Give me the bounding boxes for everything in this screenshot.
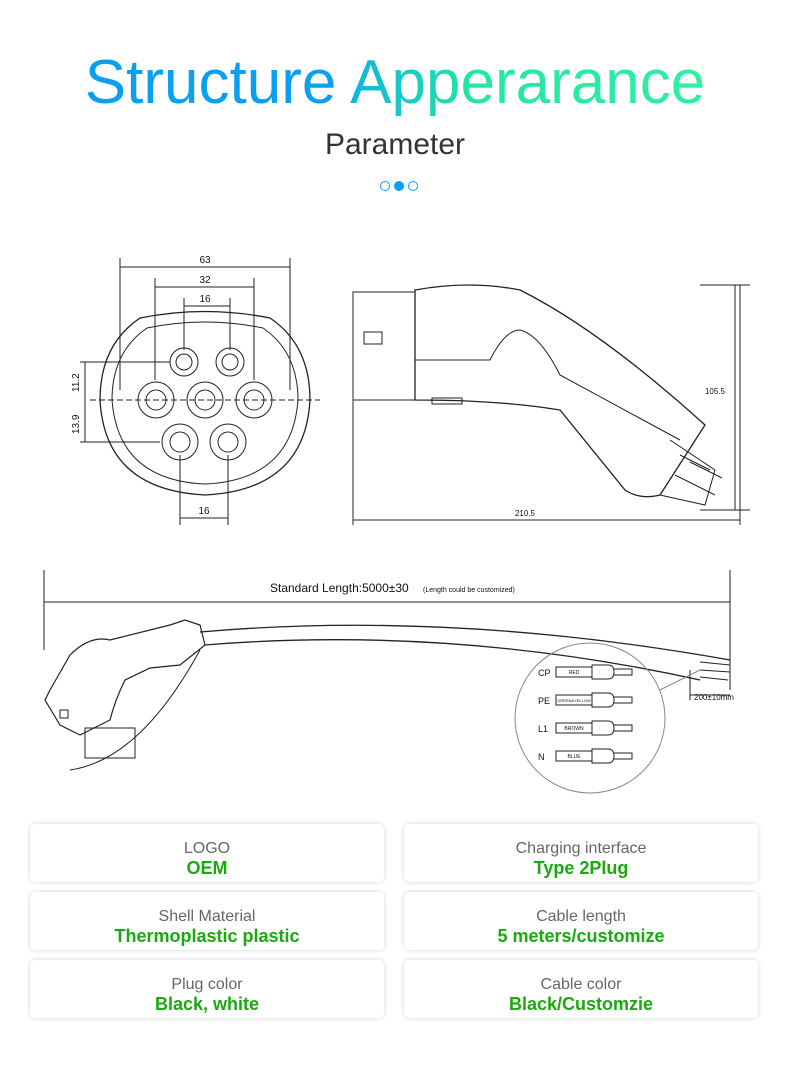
spec-value: Type 2Plug (533, 858, 629, 878)
wire-ferrule (555, 692, 633, 708)
dim-11-2: 11.2 (71, 373, 82, 392)
wire-color-label: BLUE (567, 754, 581, 760)
wire-pin-label: L1 (538, 724, 548, 734)
wire-ferrule (555, 720, 633, 736)
strip-length-label: 200±10mm (694, 693, 734, 702)
spec-label: LOGO (183, 840, 231, 857)
page-title: Structure Apperarance (0, 48, 790, 118)
wire-detail: CP RED PE GREEN&YELLOW L1 BROWN N BLUE (538, 664, 633, 764)
spec-value: Thermoplastic plastic (114, 926, 300, 946)
spec-value: Black/Customzie (508, 994, 654, 1014)
front-view-drawing (80, 258, 320, 525)
pin-holes (137, 347, 273, 461)
spec-label: Shell Material (158, 908, 256, 925)
title-word-appearance: Apperarance (350, 48, 706, 117)
spec-value: OEM (186, 858, 228, 878)
wire-color-label: RED (569, 670, 580, 676)
wire-pin-label: PE (538, 696, 550, 706)
standard-length-label: Standard Length:5000±30 (270, 581, 409, 595)
dim-16-top: 16 (199, 294, 211, 305)
wire-ferrule (555, 664, 633, 680)
wire-pin-label: N (538, 752, 545, 762)
subtitle: Parameter (324, 128, 466, 161)
cable-drawing (43, 570, 731, 794)
wire-color-label: GREEN&YELLOW (557, 698, 591, 703)
pager-dot-2[interactable] (394, 181, 404, 191)
side-view-drawing (352, 284, 750, 525)
dim-32: 32 (199, 275, 211, 286)
dim-210-5: 210.5 (515, 509, 536, 518)
wire-color-label: BROWN (564, 726, 584, 732)
wire-pin-label: CP (538, 668, 551, 678)
wire-ferrule (555, 748, 633, 764)
dim-105-5: 105.5 (705, 387, 726, 396)
title-word-structure: Structure (84, 48, 337, 117)
length-note: (Length could be customized) (423, 587, 515, 594)
pager-dot-1[interactable] (380, 181, 390, 191)
spec-label: Cable color (540, 976, 622, 993)
spec-value: 5 meters/customize (497, 926, 665, 946)
spec-label: Cable length (536, 908, 626, 925)
dim-13-9: 13.9 (71, 414, 82, 434)
pager-dots (380, 181, 418, 191)
spec-label: Plug color (171, 976, 243, 993)
spec-label: Charging interface (515, 840, 647, 857)
dim-16-bottom: 16 (198, 506, 210, 517)
spec-value: Black, white (154, 994, 260, 1014)
dim-63: 63 (199, 255, 211, 266)
technical-drawings: 63 32 16 16 11.2 13.9 210.5 105.5 (43, 255, 750, 794)
pager-dot-3[interactable] (408, 181, 418, 191)
